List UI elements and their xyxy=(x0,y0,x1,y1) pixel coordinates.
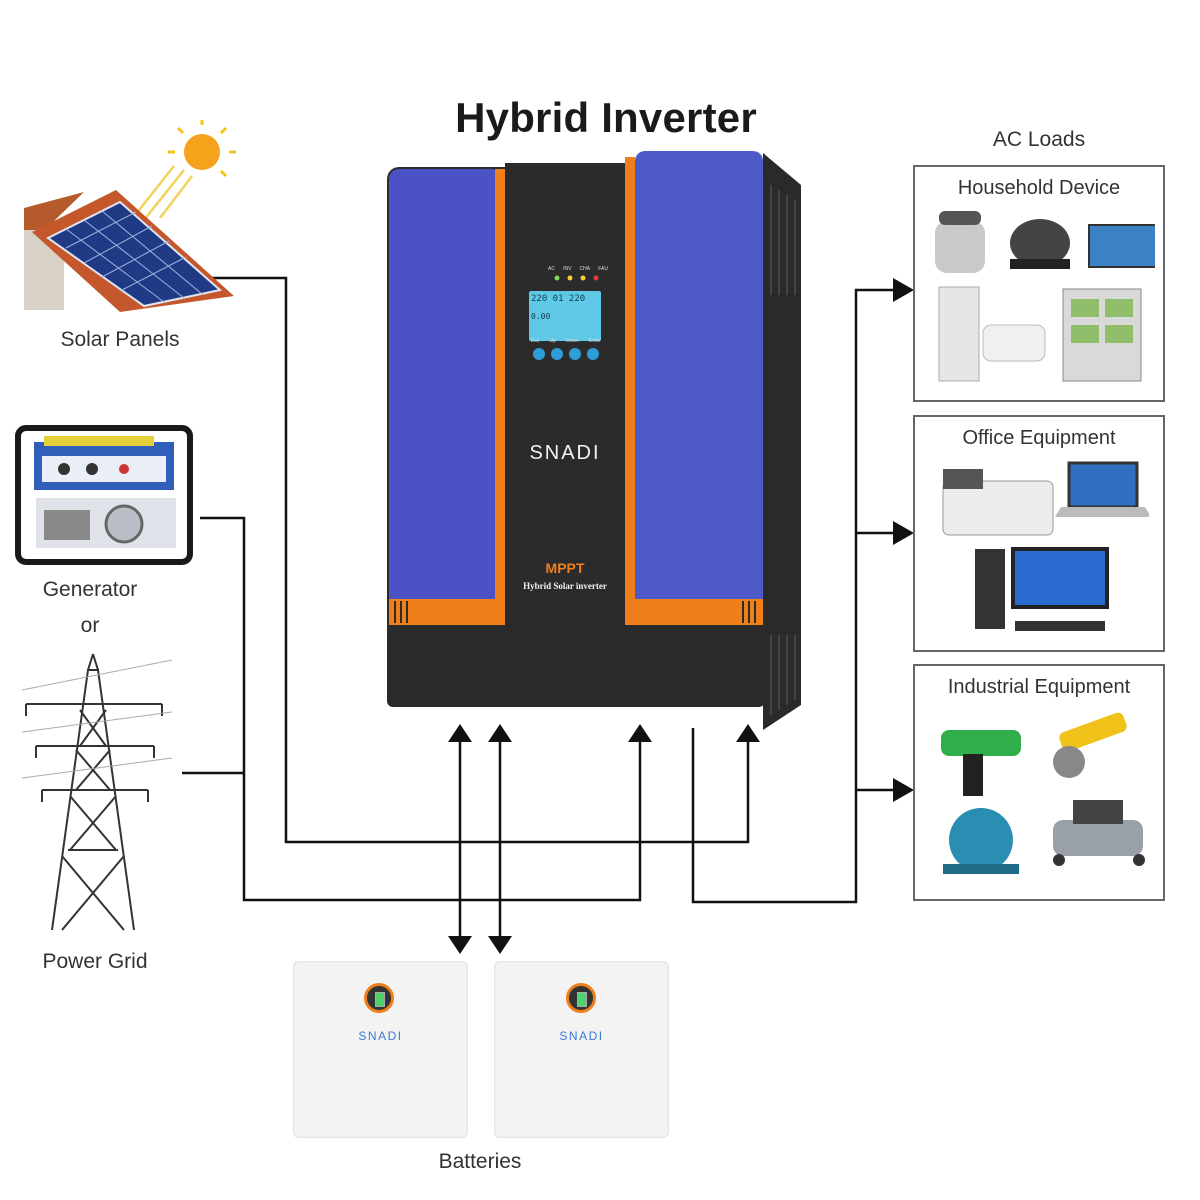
battery-status-icon xyxy=(364,983,394,1013)
office-equipment-box: Office Equipment xyxy=(913,415,1165,652)
inverter-button-labels: Esc Up Down Enter xyxy=(531,338,601,344)
office-equipment-title: Office Equipment xyxy=(962,427,1116,449)
power-tower-icon xyxy=(22,653,172,931)
btn-label-up: Up xyxy=(549,338,556,344)
led-label-inv: INV xyxy=(563,266,572,272)
inverter-brand: SNADI xyxy=(529,442,601,464)
industrial-equipment-icon xyxy=(941,712,1145,874)
arrow-right-2 xyxy=(893,521,914,545)
arrow-up-4 xyxy=(736,724,760,742)
generator-icon xyxy=(15,425,193,565)
arrow-up-1 xyxy=(448,724,472,742)
btn-label-enter: Enter xyxy=(589,338,601,344)
arrow-down-1 xyxy=(448,936,472,954)
solar-panel-icon xyxy=(24,120,236,312)
battery-status-icon xyxy=(566,983,596,1013)
industrial-equipment-box: Industrial Equipment xyxy=(913,664,1165,901)
btn-label-esc: Esc xyxy=(531,338,540,344)
diagram-title: Hybrid Inverter xyxy=(455,94,757,141)
household-device-title: Household Device xyxy=(957,177,1121,199)
arrow-right-1 xyxy=(893,278,914,302)
led-label-fau: FAU xyxy=(598,266,608,272)
battery-brand: SNADI xyxy=(559,1029,604,1043)
ac-loads-header: AC Loads xyxy=(992,128,1086,151)
hybrid-inverter-unit xyxy=(387,151,801,730)
office-equipment-icon xyxy=(942,461,1149,631)
arrow-right-3 xyxy=(893,778,914,802)
inverter-led-labels: AC INV CHA FAU xyxy=(548,266,608,272)
ac-output-wire xyxy=(691,288,895,904)
battery-unit-2: SNADI xyxy=(494,961,669,1138)
inverter-model: Hybrid Solar inverter xyxy=(523,581,607,591)
arrow-down-2 xyxy=(488,936,512,954)
generator-label: Generator xyxy=(42,578,138,601)
household-device-box: Household Device xyxy=(913,165,1165,402)
power-grid-label: Power Grid xyxy=(42,950,148,973)
solar-wire xyxy=(210,276,750,844)
led-label-ac: AC xyxy=(548,266,555,272)
industrial-equipment-title: Industrial Equipment xyxy=(947,676,1131,698)
arrow-up-2 xyxy=(488,724,512,742)
batteries-label: Batteries xyxy=(438,1150,522,1173)
household-appliances-icon xyxy=(935,211,1155,382)
led-label-cha: CHA xyxy=(579,266,591,272)
battery-unit-1: SNADI xyxy=(293,961,468,1138)
lcd-bottom-readout: 0.00 xyxy=(531,312,551,321)
or-label: or xyxy=(80,614,100,637)
btn-label-down: Down xyxy=(566,338,579,344)
lcd-top-readout: 220 01 220 xyxy=(531,294,586,304)
arrow-up-3 xyxy=(628,724,652,742)
generator-wire xyxy=(200,516,642,902)
solar-panels-label: Solar Panels xyxy=(60,328,180,351)
battery-brand: SNADI xyxy=(358,1029,403,1043)
inverter-mppt: MPPT xyxy=(545,560,585,576)
